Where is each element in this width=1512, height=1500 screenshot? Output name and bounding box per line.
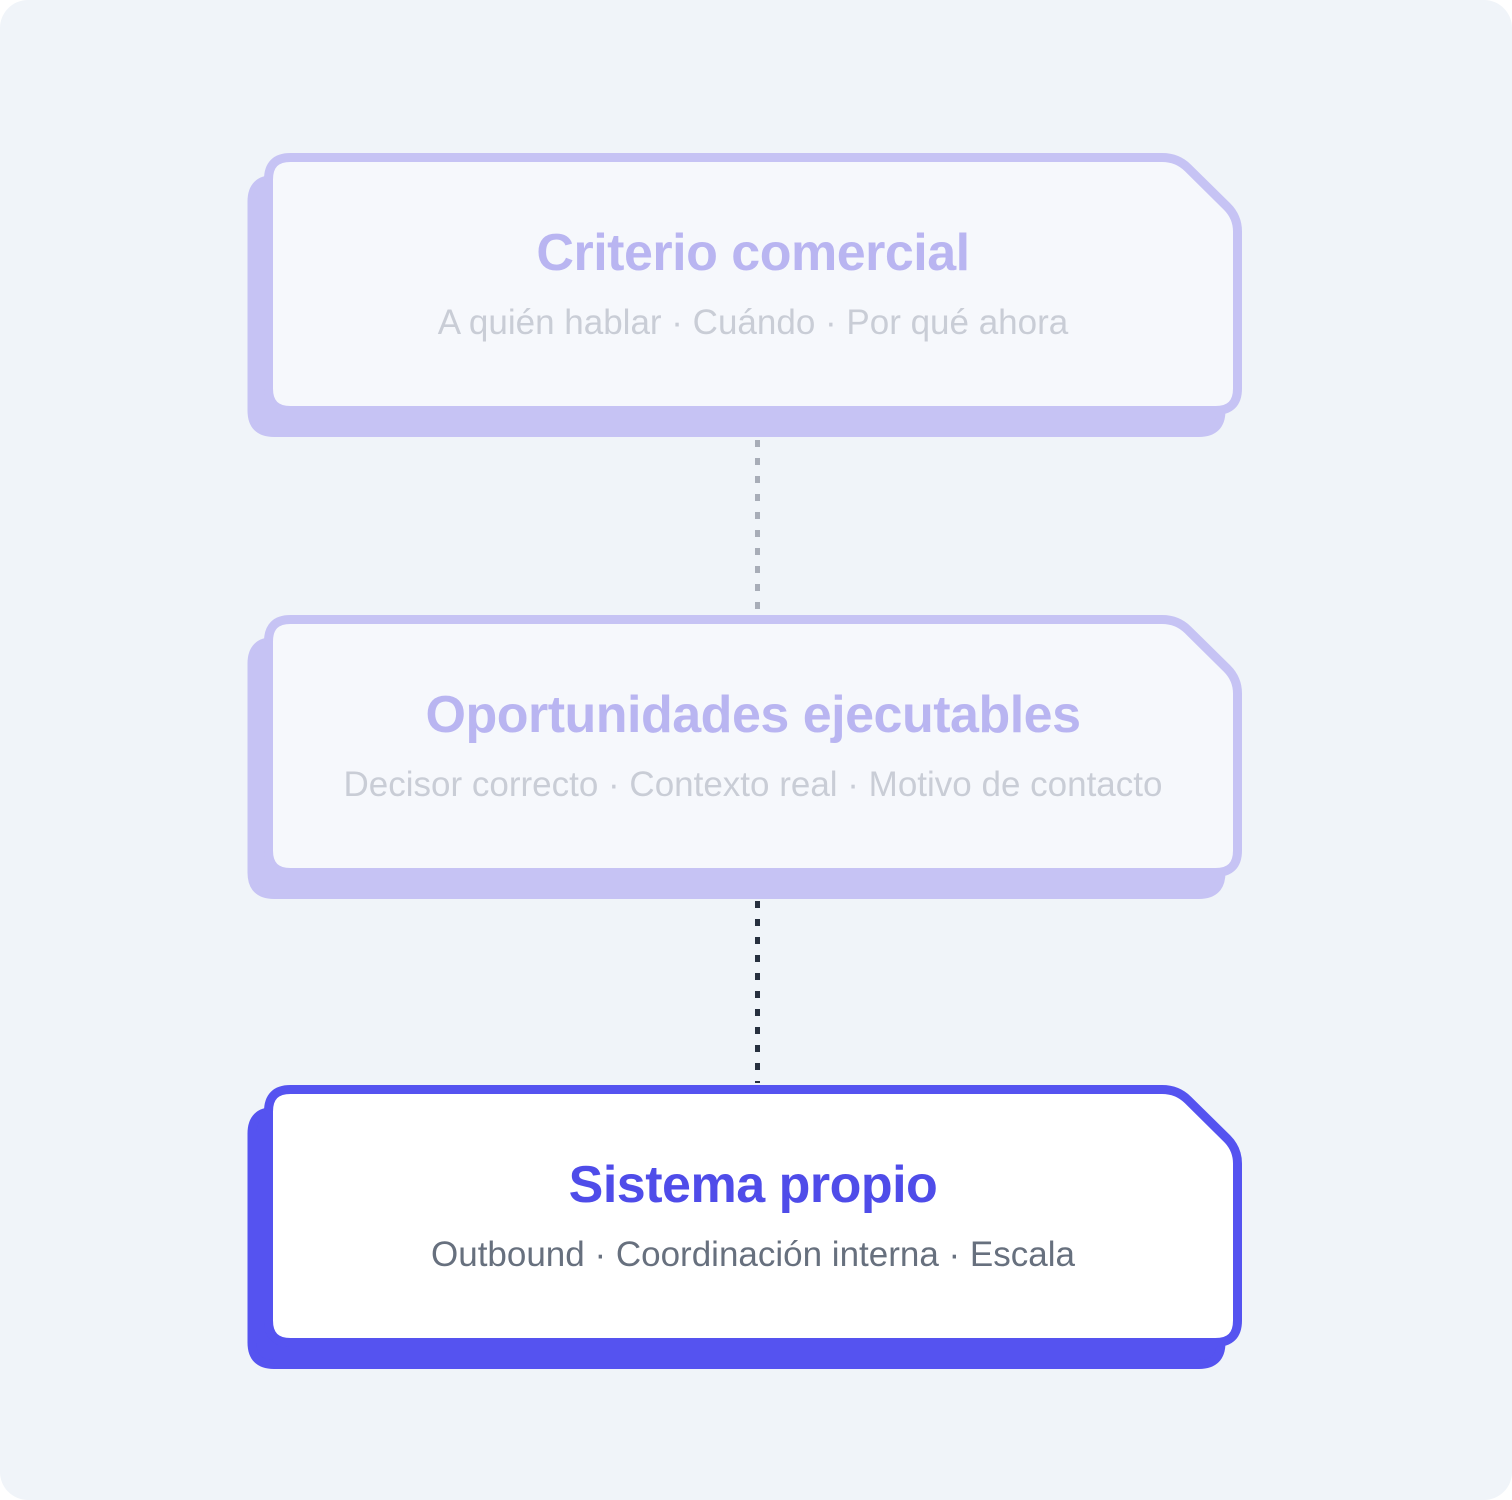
card-subtitle: Outbound · Coordinación interna · Escala: [431, 1235, 1075, 1275]
card-oportunidades-ejecutables: Oportunidades ejecutables Decisor correc…: [247, 615, 1244, 901]
card-sistema-propio: Sistema propio Outbound · Coordinación i…: [247, 1085, 1244, 1371]
card-subtitle: A quién hablar · Cuándo · Por qué ahora: [437, 303, 1069, 343]
card-content: Oportunidades ejecutables Decisor correc…: [264, 615, 1242, 877]
card-title: Sistema propio: [568, 1156, 938, 1215]
card-shape: [247, 1085, 1242, 1369]
dashed-connector-bottom: [755, 901, 760, 1083]
card-content: Criterio comercial A quién hablar · Cuán…: [264, 153, 1242, 415]
card-title: Criterio comercial: [536, 224, 970, 283]
card-title: Oportunidades ejecutables: [425, 686, 1082, 745]
card-shape: [247, 615, 1242, 899]
card-shape: [247, 153, 1242, 437]
card-content: Sistema propio Outbound · Coordinación i…: [264, 1085, 1242, 1347]
dashed-connector-top: [755, 440, 760, 612]
card-criterio-comercial: Criterio comercial A quién hablar · Cuán…: [247, 153, 1244, 439]
card-subtitle: Decisor correcto · Contexto real · Motiv…: [343, 765, 1163, 805]
